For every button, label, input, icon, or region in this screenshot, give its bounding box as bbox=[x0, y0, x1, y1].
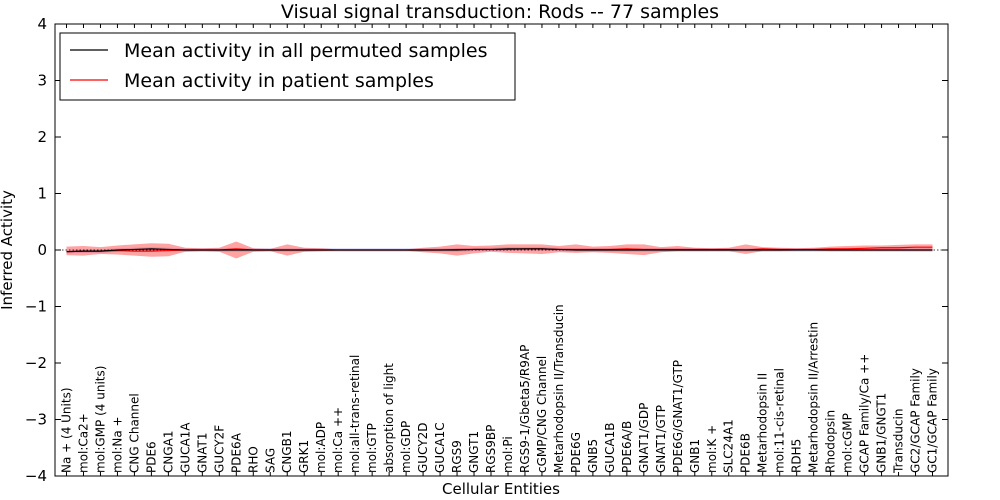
x-tick-label: GCAP Family/Ca ++ bbox=[858, 354, 872, 473]
x-tick-label: CNGB1 bbox=[280, 430, 294, 473]
x-tick-label: GRK1 bbox=[297, 440, 311, 473]
x-tick-label: GNAT1/GTP bbox=[654, 405, 668, 473]
x-tick-label: PDE6G bbox=[569, 432, 583, 473]
y-tick-label: −2 bbox=[25, 354, 47, 372]
x-tick-label: cGMP/CNG Channel bbox=[535, 356, 549, 473]
x-tick-label: PDE6B bbox=[739, 433, 753, 473]
x-tick-label: GUCY2D bbox=[416, 423, 430, 473]
permuted-mean-line bbox=[66, 248, 933, 253]
x-tick-label: PDE6A bbox=[229, 432, 243, 473]
x-tick-label: GUCA1A bbox=[178, 422, 192, 473]
x-tick-label: GUCA1C bbox=[433, 422, 447, 473]
x-tick-label: mol:Ca2+ bbox=[76, 413, 90, 473]
x-tick-label: mol:GTP bbox=[365, 423, 379, 473]
x-tick-label: RGS9-1/Gbeta5/R9AP bbox=[518, 345, 532, 473]
x-tick-label: absorption of light bbox=[382, 363, 396, 473]
x-tick-label: mol:ADP bbox=[314, 422, 328, 473]
legend-label-patient: Mean activity in patient samples bbox=[124, 70, 434, 92]
y-tick-label: 1 bbox=[37, 185, 47, 203]
x-tick-label: SLC24A1 bbox=[722, 419, 736, 473]
legend-label-permuted: Mean activity in all permuted samples bbox=[124, 40, 487, 62]
x-tick-label: mol:all-trans-retinal bbox=[348, 355, 362, 473]
x-tick-label: PDE6 bbox=[144, 441, 158, 473]
x-axis-label: Cellular Entities bbox=[442, 480, 560, 498]
x-tick-label: GC1/GCAP Family bbox=[926, 368, 940, 473]
x-tick-label: Na + (4 Units) bbox=[60, 387, 74, 473]
chart-title: Visual signal transduction: Rods -- 77 s… bbox=[281, 1, 719, 23]
y-tick-label: 3 bbox=[37, 72, 47, 90]
x-tick-label: GNB1 bbox=[688, 439, 702, 473]
x-tick-label: PDE6A/B bbox=[620, 421, 634, 473]
x-tick-label: GNGT1 bbox=[467, 431, 481, 473]
x-tick-label: RDH5 bbox=[790, 439, 804, 473]
x-tick-label: PDE6G/GNAT1/GTP bbox=[671, 360, 685, 473]
legend: Mean activity in all permuted samples Me… bbox=[59, 32, 516, 101]
x-tick-label: RGS9 bbox=[450, 440, 464, 473]
x-tick-label: Transducin bbox=[892, 409, 906, 474]
x-tick-label: mol:Pi bbox=[501, 436, 515, 473]
x-tick-label: mol:Na + bbox=[110, 416, 124, 473]
plot-frame bbox=[54, 23, 949, 477]
x-tick-label: RHO bbox=[246, 446, 260, 473]
x-tick-label: GC2/GCAP Family bbox=[909, 368, 923, 473]
x-tick-label: Metarhodopsin II/Arrestin bbox=[807, 322, 821, 473]
legend-box bbox=[59, 32, 516, 101]
x-tick-label: GNB5 bbox=[586, 439, 600, 473]
x-tick-label: SAG bbox=[263, 448, 277, 473]
y-tick-label: −4 bbox=[25, 467, 47, 485]
x-tick-label: CNGA1 bbox=[161, 431, 175, 474]
x-tick-label: mol:GMP (4 units) bbox=[93, 366, 107, 473]
x-tick-label: CNG Channel bbox=[127, 393, 141, 473]
x-tick-label: GNAT1 bbox=[195, 432, 209, 473]
x-tick-label: GNB1/GNGT1 bbox=[875, 393, 889, 473]
x-tick-label: GNAT1/GDP bbox=[637, 403, 651, 473]
y-tick-label: −1 bbox=[25, 298, 47, 316]
x-tick-label: GUCY2F bbox=[212, 425, 226, 473]
x-tick-label: mol:11-cis-retinal bbox=[773, 368, 787, 473]
x-tick-label: mol:K + bbox=[705, 425, 719, 473]
x-tick-label: Rhodopsin bbox=[824, 410, 838, 473]
x-tick-label: GUCA1B bbox=[603, 422, 617, 473]
x-tick-label: mol:Ca ++ bbox=[331, 407, 345, 473]
x-tick-label: Metarhodopsin II bbox=[756, 373, 770, 473]
y-tick-label: 2 bbox=[37, 128, 47, 146]
y-tick-label: −3 bbox=[25, 411, 47, 429]
x-tick-label: Metarhodopsin II/Transducin bbox=[552, 304, 566, 473]
x-tick-label: mol:cGMP bbox=[841, 413, 855, 473]
x-tick-label: mol:GDP bbox=[399, 421, 413, 473]
y-axis-label: Inferred Activity bbox=[0, 190, 16, 310]
x-tick-label: RGS9BP bbox=[484, 425, 498, 473]
y-tick-label: 0 bbox=[37, 241, 47, 259]
y-tick-label: 4 bbox=[37, 15, 47, 33]
